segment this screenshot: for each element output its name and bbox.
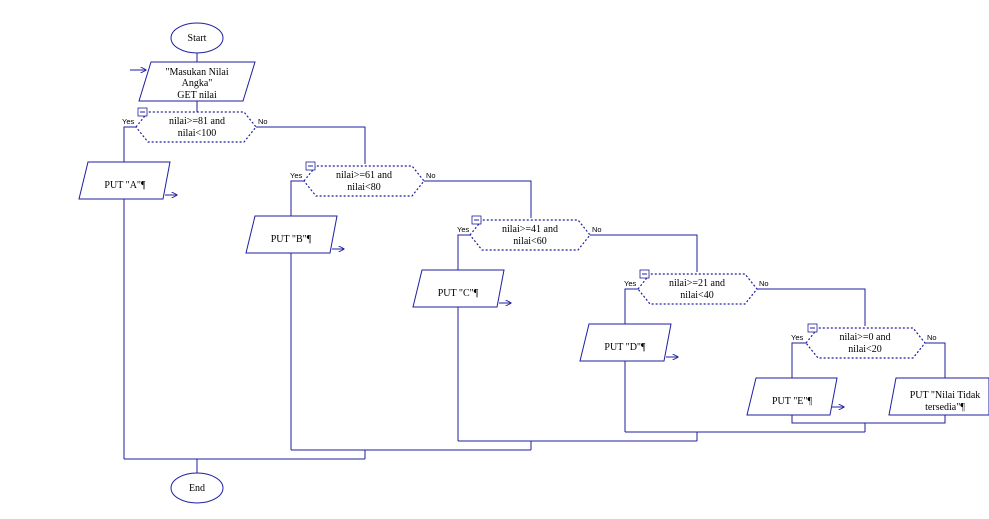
start-terminator: Start	[170, 22, 224, 54]
start-label: Start	[188, 33, 207, 44]
input-node: "Masukan Nilai Angka" GET nilai	[138, 61, 256, 102]
output-node-not-available: PUT "Nilai Tidak tersedia"¶	[888, 377, 989, 416]
no-label: No	[927, 333, 937, 342]
decision-node-1: nilai>=81 and nilai<100 Yes No	[122, 107, 268, 143]
decision-5-line-2: nilai<20	[848, 344, 881, 355]
output-node-d: PUT "D"¶	[579, 323, 672, 362]
output-not-available-line-2: tersedia"¶	[925, 402, 965, 413]
decision-2-line-1: nilai>=61 and	[336, 170, 392, 181]
output-d-text: PUT "D"¶	[604, 342, 646, 353]
yes-label: Yes	[791, 333, 803, 342]
no-label: No	[258, 117, 268, 126]
output-b-text: PUT "B"¶	[271, 234, 312, 245]
no-label: No	[759, 279, 769, 288]
decision-4-line-2: nilai<40	[680, 290, 713, 301]
output-node-e: PUT "E"¶	[746, 377, 838, 416]
decision-3-line-2: nilai<60	[513, 236, 546, 247]
input-text-line-3: GET nilai	[177, 90, 217, 101]
input-text-line-2: Angka"	[182, 78, 213, 89]
yes-label: Yes	[624, 279, 636, 288]
output-a-text: PUT "A"¶	[104, 180, 146, 191]
decision-node-3: nilai>=41 and nilai<60 Yes No	[457, 215, 602, 251]
connectors	[123, 52, 946, 473]
decision-1-line-2: nilai<100	[178, 128, 216, 139]
yes-label: Yes	[290, 171, 302, 180]
no-label: No	[426, 171, 436, 180]
output-c-text: PUT "C"¶	[438, 288, 479, 299]
decision-node-2: nilai>=61 and nilai<80 Yes No	[290, 161, 436, 197]
output-node-b: PUT "B"¶	[245, 215, 338, 254]
decision-2-line-2: nilai<80	[347, 182, 380, 193]
no-label: No	[592, 225, 602, 234]
end-terminator: End	[170, 472, 224, 504]
end-label: End	[189, 483, 205, 494]
decision-4-line-1: nilai>=21 and	[669, 278, 725, 289]
output-e-text: PUT "E"¶	[772, 396, 812, 407]
decision-5-line-1: nilai>=0 and	[840, 332, 891, 343]
decision-3-line-1: nilai>=41 and	[502, 224, 558, 235]
output-node-a: PUT "A"¶	[78, 161, 171, 200]
output-not-available-line-1: PUT "Nilai Tidak	[910, 390, 981, 401]
input-text-line-1: "Masukan Nilai	[165, 67, 228, 78]
decision-node-4: nilai>=21 and nilai<40 Yes No	[624, 269, 769, 305]
decision-node-5: nilai>=0 and nilai<20 Yes No	[791, 323, 937, 359]
decision-1-line-1: nilai>=81 and	[169, 116, 225, 127]
output-node-c: PUT "C"¶	[412, 269, 505, 308]
yes-label: Yes	[122, 117, 134, 126]
yes-label: Yes	[457, 225, 469, 234]
